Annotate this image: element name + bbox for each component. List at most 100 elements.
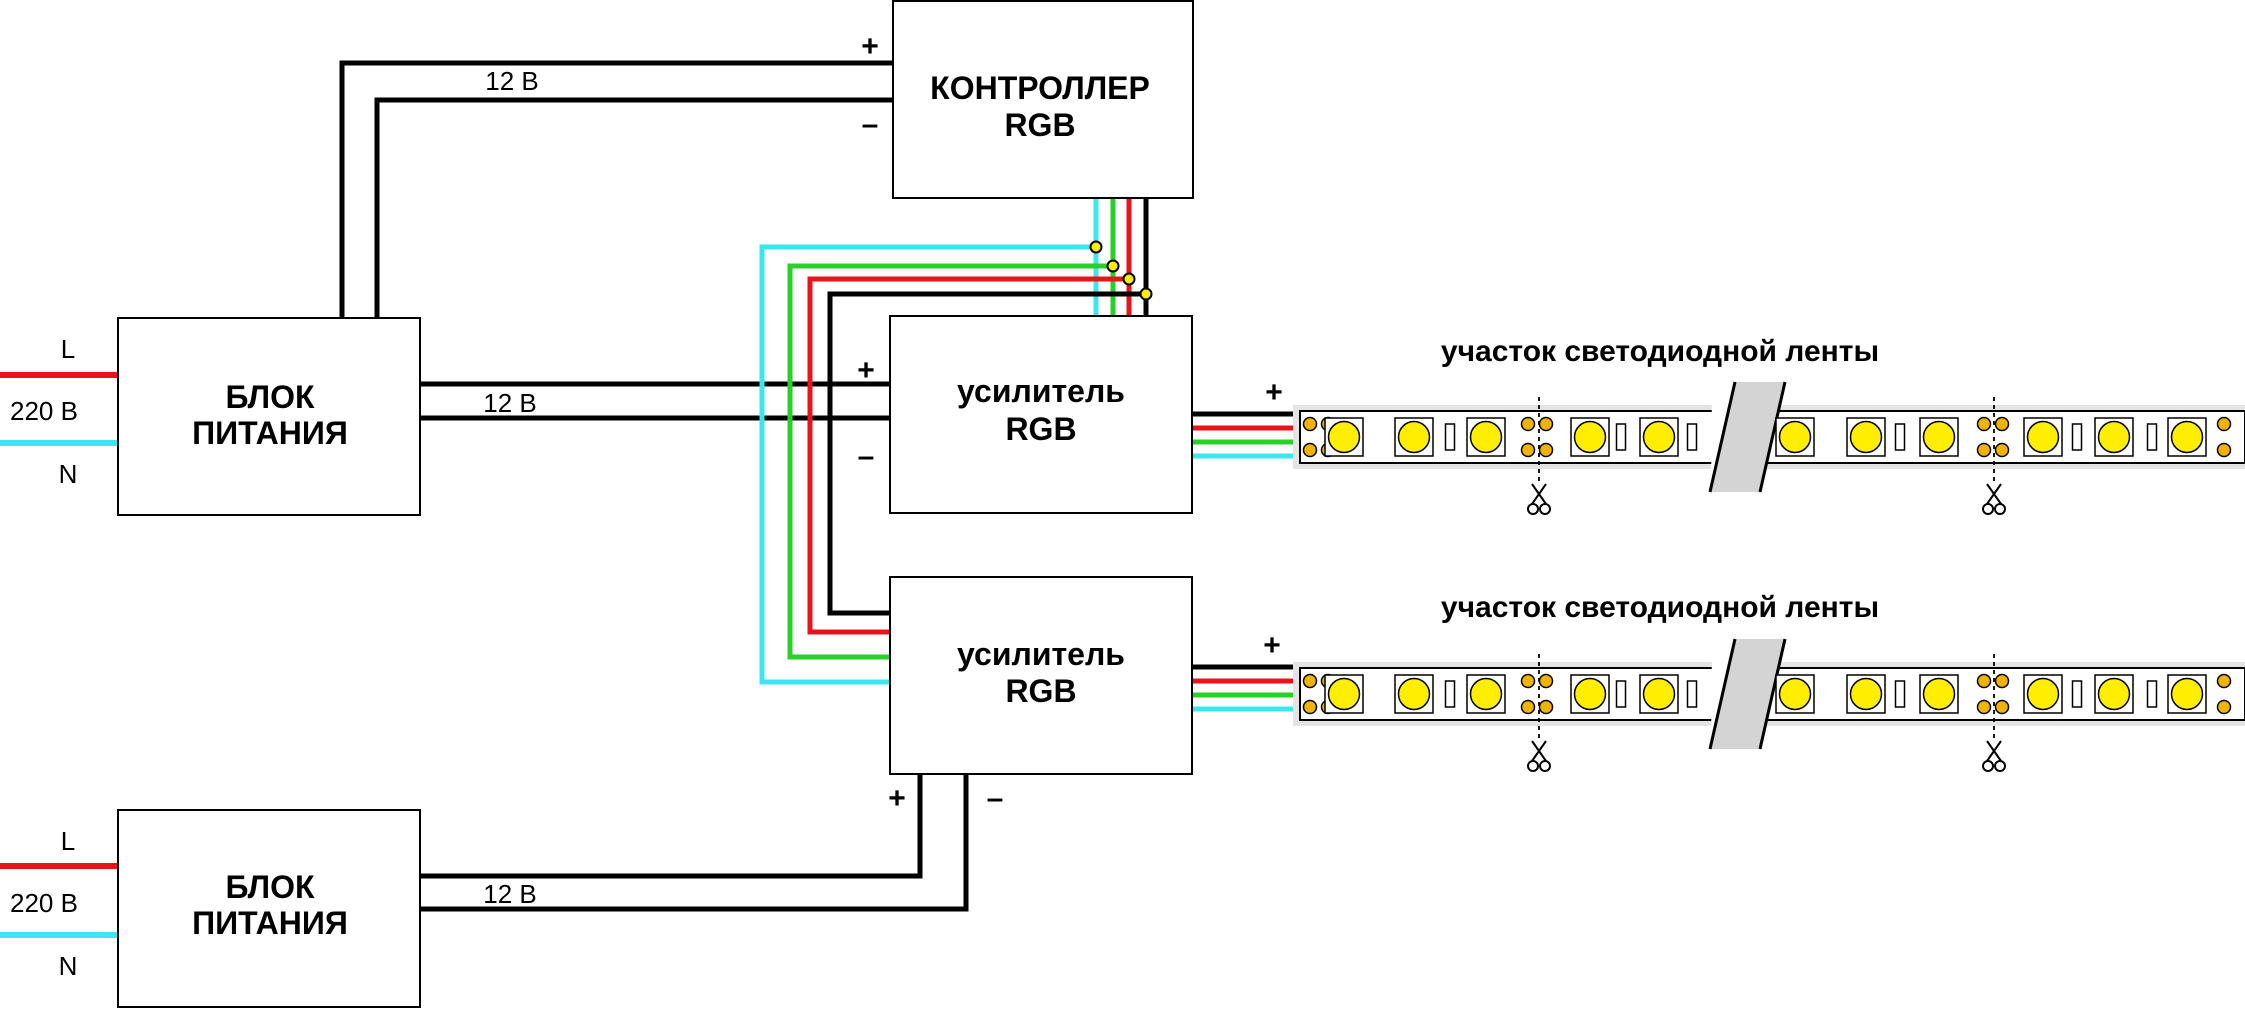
solder-pad: [1976, 442, 1992, 458]
solder-pad: [1976, 673, 1992, 689]
solder-pad: [1538, 673, 1554, 689]
led-strip-1: [1293, 381, 2245, 515]
controller-minus-sign: –: [862, 108, 879, 141]
solder-pad: [1994, 673, 2010, 689]
resistor: [2146, 680, 2158, 708]
junction-green: [1106, 259, 1120, 273]
led-lens: [2026, 420, 2060, 454]
psu1-neutral-label: N: [59, 459, 78, 489]
amp1-title-line2: RGB: [1005, 411, 1076, 447]
scissors-icon: [1527, 740, 1551, 772]
solder-pad: [1302, 416, 1318, 432]
amp1-minus-sign: –: [858, 440, 875, 473]
psu1-title-line2: ПИТАНИЯ: [192, 415, 348, 451]
solder-pad: [1520, 673, 1536, 689]
solder-pad: [1302, 673, 1318, 689]
amp2-green-wire: [787, 263, 1113, 660]
solder-pad: [1538, 442, 1554, 458]
psu2-title-line1: БЛОК: [225, 869, 315, 905]
controller-feed-minus-wire: [374, 97, 893, 318]
amp2-title-line1: усилитель: [957, 636, 1125, 672]
amp2-title-line2: RGB: [1005, 673, 1076, 709]
led-lens: [1922, 420, 1956, 454]
led-lens: [1397, 420, 1431, 454]
amp1-output-wires: [1192, 411, 1293, 459]
psu2-box: [117, 809, 421, 1008]
led-lens: [2026, 677, 2060, 711]
solder-pad: [2216, 673, 2232, 689]
resistor: [1444, 680, 1456, 708]
psu1-voltage-out-label: 12 В: [483, 388, 537, 418]
solder-pad: [1994, 442, 2010, 458]
controller-feed-voltage-label: 12 В: [485, 66, 539, 96]
led-lens: [1642, 677, 1676, 711]
junction-cyan: [1089, 240, 1103, 254]
resistor: [1444, 423, 1456, 451]
resistor: [2146, 423, 2158, 451]
amp2-feed-minus-wire: [420, 775, 969, 912]
strip-break-icon: [1708, 638, 1787, 750]
resistor: [1615, 423, 1627, 451]
amp1-title-line1: усилитель: [957, 373, 1125, 409]
junction-black: [1139, 287, 1153, 301]
solder-pad: [1538, 699, 1554, 715]
led-lens: [1849, 677, 1883, 711]
amp2-minus-sign: –: [987, 782, 1004, 815]
amp2-black-wire: [827, 291, 1146, 616]
led-lens: [1849, 420, 1883, 454]
controller-title-line2: RGB: [1004, 107, 1075, 143]
psu2-neutral-label: N: [59, 951, 78, 981]
amp2-output-wires: [1192, 664, 1293, 712]
led-lens: [1469, 420, 1503, 454]
solder-pad: [1538, 416, 1554, 432]
strip1-title: участок светодиодной ленты: [1441, 335, 1879, 368]
psu1-title-line1: БЛОК: [225, 379, 315, 415]
led-lens: [2170, 420, 2204, 454]
psu1-voltage-in-label: 220 В: [10, 396, 78, 426]
psu2-voltage-out-label: 12 В: [483, 879, 537, 909]
amp1-plus-sign: +: [857, 354, 875, 387]
psu2-title-line2: ПИТАНИЯ: [192, 905, 348, 941]
solder-pad: [1976, 416, 1992, 432]
solder-pad: [1976, 699, 1992, 715]
solder-pad: [1994, 699, 2010, 715]
resistor: [1615, 680, 1627, 708]
psu2-phase-label: L: [61, 826, 75, 856]
solder-pad: [2216, 699, 2232, 715]
solder-pad: [1302, 442, 1318, 458]
led-lens: [1327, 677, 1361, 711]
controller-feed-plus-wire: [339, 60, 893, 318]
solder-pad: [1302, 699, 1318, 715]
led-strip-2: [1293, 638, 2245, 772]
resistor: [1686, 680, 1698, 708]
led-lens: [2097, 677, 2131, 711]
resistor: [2071, 423, 2083, 451]
led-lens: [1469, 677, 1503, 711]
solder-pad: [2216, 416, 2232, 432]
led-lens: [1778, 420, 1812, 454]
resistor: [1894, 423, 1906, 451]
strip-break-icon: [1708, 381, 1787, 493]
solder-pad: [1520, 699, 1536, 715]
strip1-plus-sign: +: [1265, 376, 1283, 409]
junction-red: [1122, 272, 1136, 286]
amp2-feed-plus-wire: [420, 775, 923, 879]
amp2-cyan-wire: [759, 244, 1096, 685]
amp2-red-wire: [807, 276, 1129, 635]
scissors-icon: [1527, 483, 1551, 515]
solder-pad: [1520, 442, 1536, 458]
resistor: [1894, 680, 1906, 708]
led-lens: [1778, 677, 1812, 711]
controller-title-line1: КОНТРОЛЛЕР: [930, 70, 1150, 106]
led-lens: [1922, 677, 1956, 711]
strip2-plus-sign: +: [1263, 629, 1281, 662]
led-lens: [1327, 420, 1361, 454]
resistor: [2071, 680, 2083, 708]
amp1-box: [889, 315, 1193, 514]
scissors-icon: [1982, 740, 2006, 772]
solder-pad: [1520, 416, 1536, 432]
led-lens: [1642, 420, 1676, 454]
controller-box: [892, 0, 1194, 199]
led-lens: [2170, 677, 2204, 711]
